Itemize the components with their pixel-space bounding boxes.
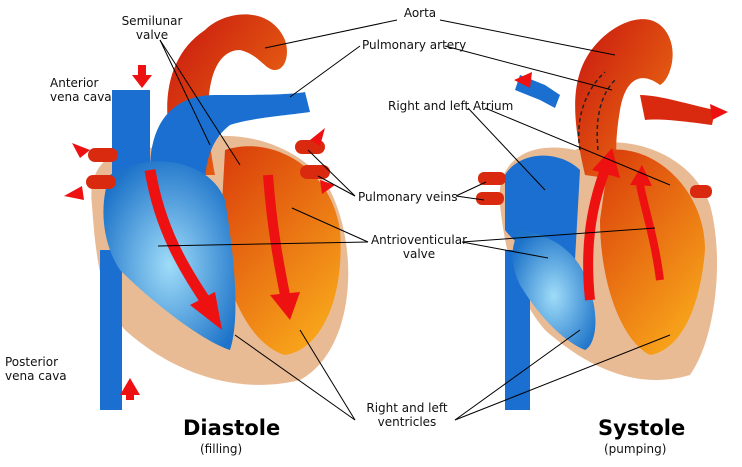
systole-vein-right (690, 185, 712, 198)
systole-aorta-outflow (640, 95, 715, 125)
systole-aorta (575, 19, 673, 181)
diastole-inflow-arrow-left-2 (64, 186, 84, 200)
label-right-left-atrium: Right and left Atrium (388, 99, 514, 113)
diastole-pulmonary-artery (150, 92, 310, 185)
systole-heart (476, 19, 728, 410)
label-anterior-vena-cava: Anterior vena cava (50, 76, 112, 104)
diastole-title: Diastole (183, 416, 281, 440)
systole-pulmonary-vein-1 (478, 172, 506, 185)
label-pulmonary-veins: Pulmonary veins (358, 190, 458, 204)
systole-subtitle: (pumping) (604, 442, 667, 456)
label-aorta: Aorta (403, 6, 437, 20)
leader-lines (157, 19, 671, 421)
systole-aorta-flow-dashed-2 (596, 79, 616, 151)
diastole-vein-left-1 (88, 148, 118, 162)
label-right-left-ventricles: Right and left ventricles (366, 401, 448, 429)
systole-outflow-arrow-right (710, 104, 728, 120)
systole-pulmonary-vein-2 (476, 192, 504, 205)
label-pulmonary-artery: Pulmonary artery (362, 38, 467, 52)
diastole-inflow-arrow-right-1 (310, 128, 325, 146)
systole-flow-arrowhead-up-right (630, 165, 652, 186)
diastole-heart (64, 14, 349, 410)
diastole-inflow-arrow-left-1 (72, 143, 90, 158)
diastole-flow-arrowhead-right (190, 292, 222, 330)
systole-flow-arrow-up-right (636, 184, 664, 281)
diastole-vein-left-2 (86, 175, 116, 189)
systole-title: Systole (598, 416, 686, 440)
systole-aorta-flow-dashed (578, 71, 606, 151)
diastole-inflow-arrow-top (132, 65, 152, 88)
label-semilunar-valve: Semilunar valve (121, 14, 183, 42)
diastole-flow-arrowhead-left (270, 292, 300, 320)
systole-flow-arrowhead-up-left (592, 148, 620, 178)
systole-outflow-arrow-left (514, 72, 532, 88)
systole-right-ventricle (512, 230, 596, 350)
label-posterior-vena-cava: Posterior vena cava (5, 355, 67, 383)
label-antrioventicular-valve: Antrioventicular valve (370, 233, 468, 261)
diastole-pulmonary-vein-2 (300, 165, 330, 179)
systole-flow-arrow-up-left (583, 168, 610, 301)
diastole-subtitle: (filling) (200, 442, 243, 456)
diastole-posterior-vena-cava (100, 250, 122, 410)
diastole-inflow-arrow-right-2 (320, 180, 335, 194)
diastole-inflow-arrow-bottom (120, 378, 140, 400)
diastole-flow-arrow-left (263, 174, 290, 296)
